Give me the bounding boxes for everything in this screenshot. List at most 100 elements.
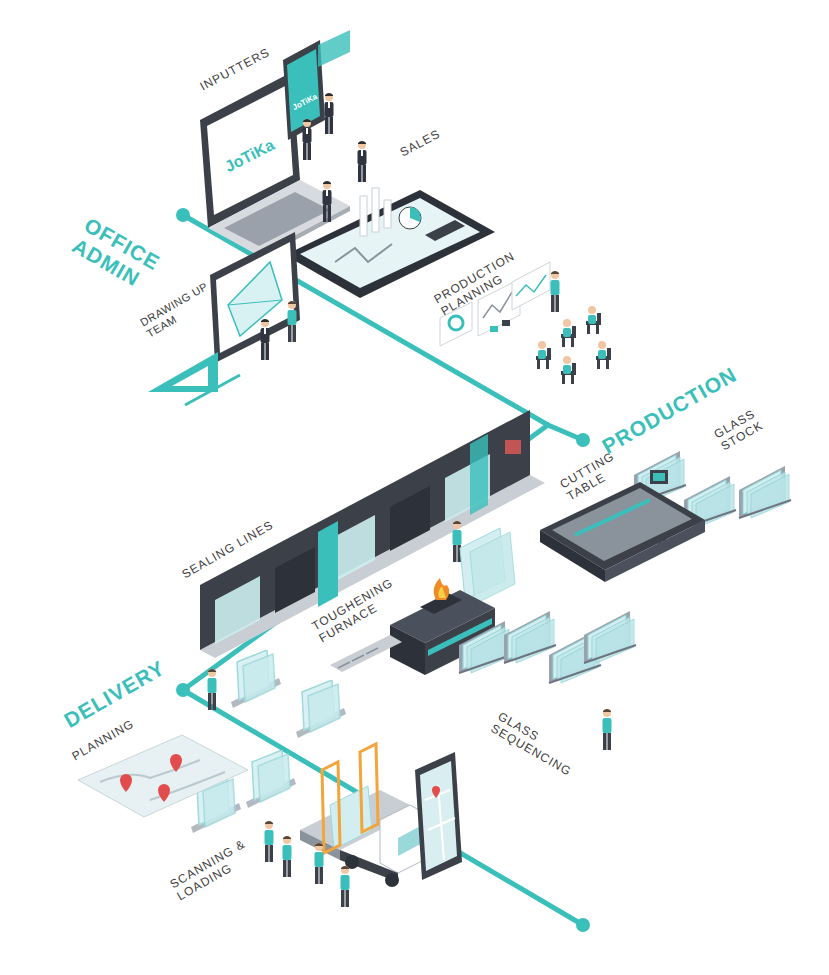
section-label: SCANNING & LOADING [168,835,260,904]
phone [425,785,455,860]
planning-charts [449,316,463,330]
person [208,669,217,710]
sealing-line [505,440,521,454]
cutting-table [575,500,650,535]
sealing-line [215,576,260,644]
phone [415,752,462,880]
sealing-line [390,486,430,551]
sales-tablet [384,200,391,228]
person [603,709,612,750]
person [325,93,334,134]
truck [330,786,372,849]
sealing-line [275,547,315,613]
section-label: CUTTING TABLE [558,443,637,504]
toughening-furnace [366,648,378,654]
drawing-board [216,242,294,353]
person [551,271,560,312]
cutting-table [540,530,605,582]
flow-dot [176,208,590,932]
stage-heading: OFFICE ADMIN [68,213,172,301]
section-label: PRODUCTION PLANNING [432,248,528,319]
cutting-table [653,473,665,481]
tablet [318,30,350,67]
phone [415,752,462,880]
person [561,356,576,384]
person [288,301,297,342]
logo-text: JoTiKa [291,92,319,112]
sales-tablet [335,244,392,262]
section-label: SEALING LINES [180,518,276,581]
person [596,341,611,369]
route-map [100,760,200,782]
truck [385,873,399,887]
sales-tablet [360,196,367,236]
sales-tablet [300,198,480,288]
sealing-line [470,434,488,515]
person [586,306,601,334]
toughening-furnace [338,662,350,668]
sales-tablet [425,220,465,241]
drawing-board [148,352,218,392]
planning-charts [512,262,550,310]
cutting-table [650,470,668,484]
glass-a-frame [296,680,346,738]
truck [322,762,340,853]
stage-heading: DELIVERY [60,656,169,733]
truck [360,744,378,832]
section-label: TOUGHENING FURNACE [310,572,410,646]
cutting-table [605,520,705,582]
flow-dot [576,918,590,932]
glass-rack [459,621,511,673]
planning-charts [502,320,510,326]
flow-dot [176,208,190,222]
person [323,181,332,222]
person [358,141,367,182]
person [283,836,292,877]
section-label: INPUTTERS [198,46,272,94]
person [453,521,462,562]
section-label: GLASS SEQUENCING [488,710,588,784]
route-map [120,774,132,792]
toughening-furnace [438,586,446,598]
planning-charts [483,292,512,318]
toughening-furnace [338,648,378,668]
route-map [158,784,170,802]
drawing-board [185,375,240,405]
person [315,843,324,884]
truck [300,744,428,887]
tablet [283,30,350,140]
toughening-furnace [390,625,425,675]
drawing-board [228,300,282,305]
toughening-furnace [330,635,402,672]
phone [432,786,440,798]
sales-tablet [410,207,421,222]
tablet [287,49,320,132]
glass-rack [504,611,556,663]
planning-charts [516,275,546,296]
glass-rack [584,611,636,663]
flow-dot [176,683,190,697]
person [536,341,551,369]
route-map [120,754,182,802]
person [261,319,270,360]
glass-a-frame [246,750,296,808]
toughening-furnace [434,578,450,600]
planning-charts [490,326,498,332]
person [265,821,274,862]
sales-tablet [372,188,379,232]
laptop [224,192,330,246]
glass-trolley [460,528,515,604]
route-map [170,754,182,772]
sales-tablet [399,207,421,229]
section-label: SALES [398,127,443,160]
toughening-furnace [352,655,364,661]
sealing-line [318,521,338,607]
drawing-board [172,366,208,386]
drawing-board [210,232,300,363]
flow-line [183,215,583,925]
phone [420,761,457,871]
glass-rack [739,466,791,518]
drawing-board [228,262,282,336]
glass-a-frame [231,650,281,708]
